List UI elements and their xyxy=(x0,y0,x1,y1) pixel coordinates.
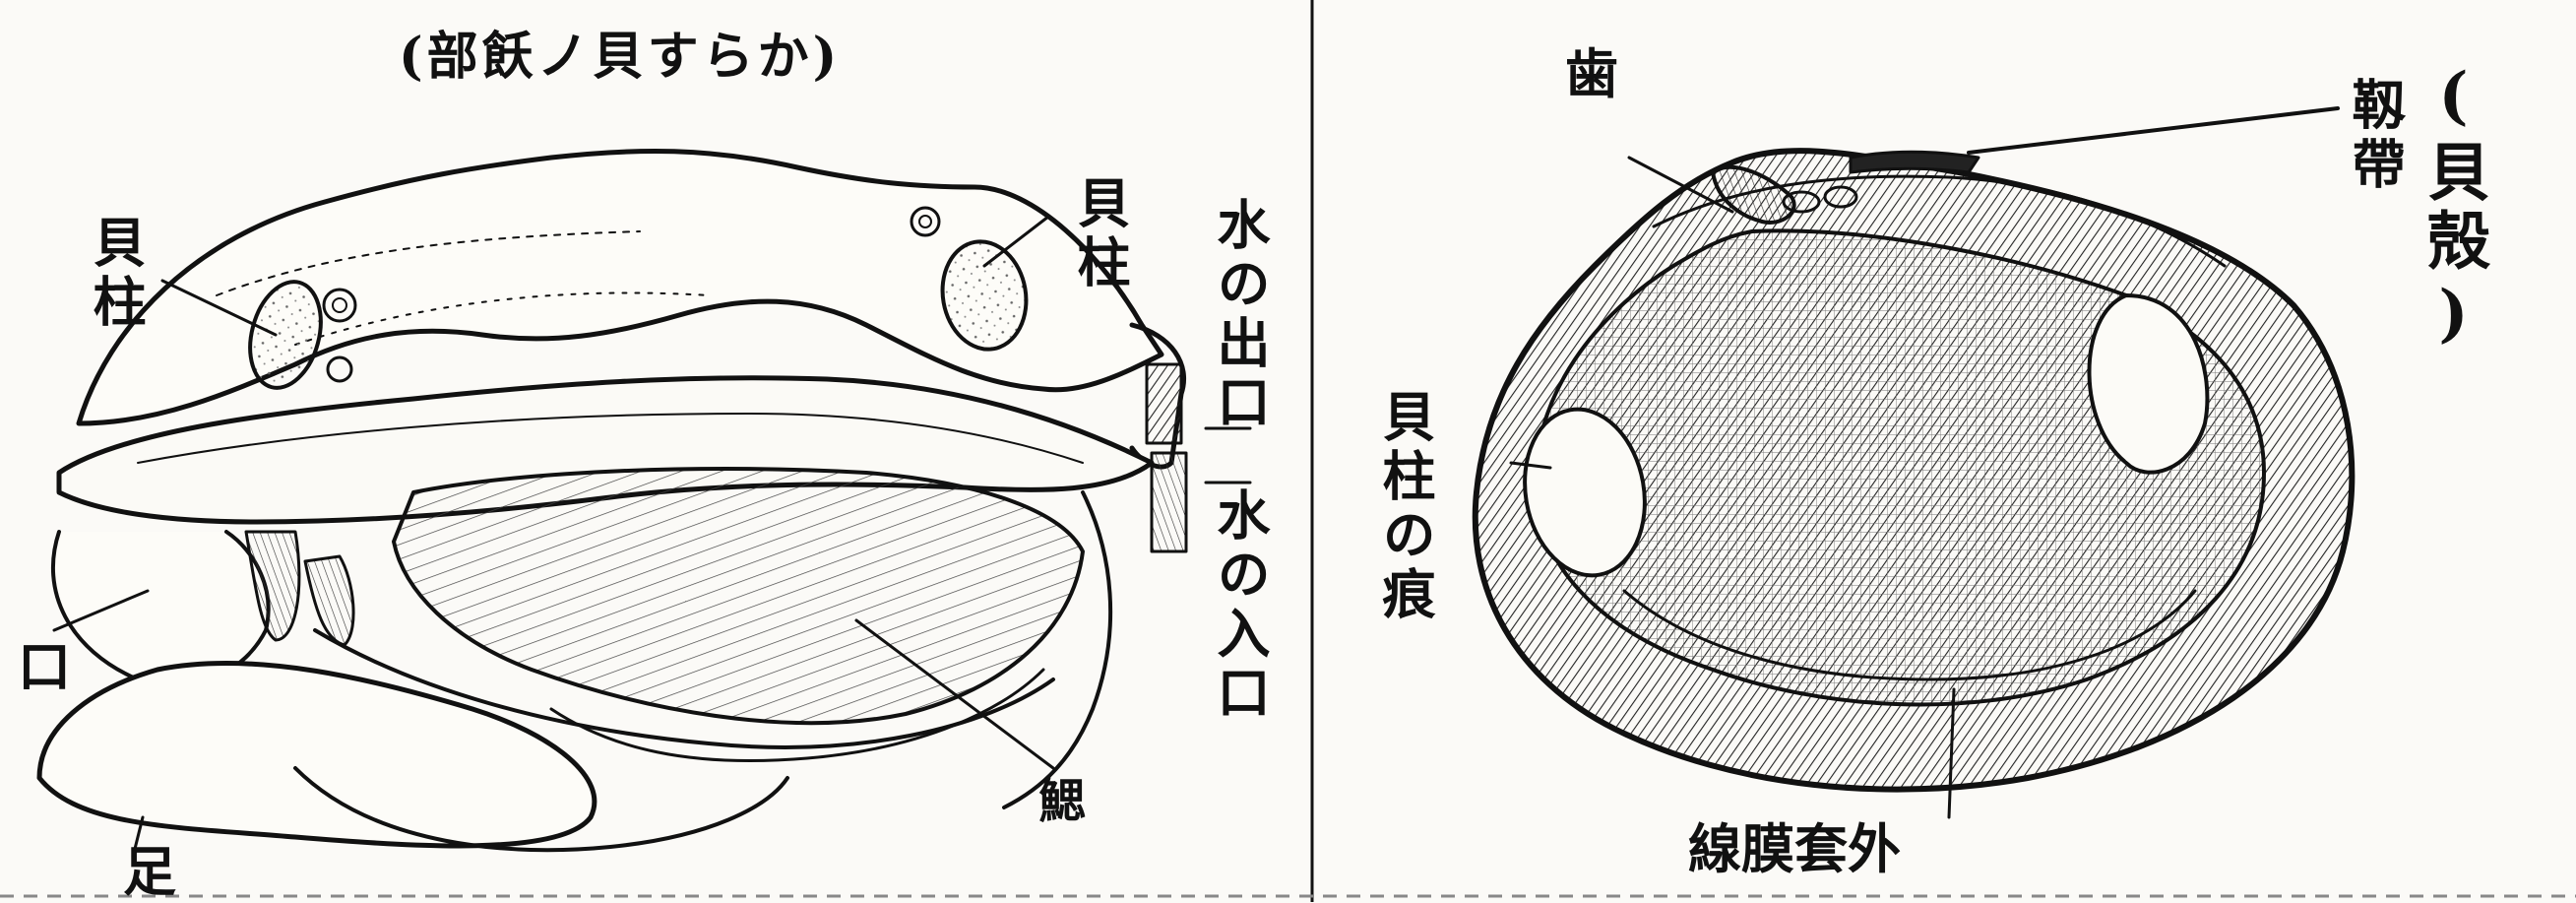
foot xyxy=(39,664,595,846)
ligament-band xyxy=(1851,152,1979,172)
label-foot: 足 xyxy=(123,845,176,898)
label-pallial-line: 線膜套外 xyxy=(1688,822,1901,875)
figure-title: (部飫ノ貝すらか) xyxy=(399,32,841,83)
label-mouth: 口 xyxy=(18,640,71,693)
label-teeth: 歯 xyxy=(1565,47,1618,100)
label-adductor-right: 貝柱 xyxy=(1073,175,1126,293)
gill xyxy=(394,469,1083,723)
label-water-inlet: 水の入口 xyxy=(1213,487,1266,724)
label-adductor-left: 貝柱 xyxy=(89,215,142,333)
label-adductor-scar: 貝柱の痕 xyxy=(1378,389,1431,625)
label-ligament: 靱帶 xyxy=(2348,77,2401,195)
label-water-outlet: 水の出口 xyxy=(1213,197,1266,433)
label-gill: 鰓 xyxy=(1038,778,1086,825)
shell-interior-drawing xyxy=(1476,108,2353,817)
label-shell: (貝殻) xyxy=(2421,59,2484,356)
